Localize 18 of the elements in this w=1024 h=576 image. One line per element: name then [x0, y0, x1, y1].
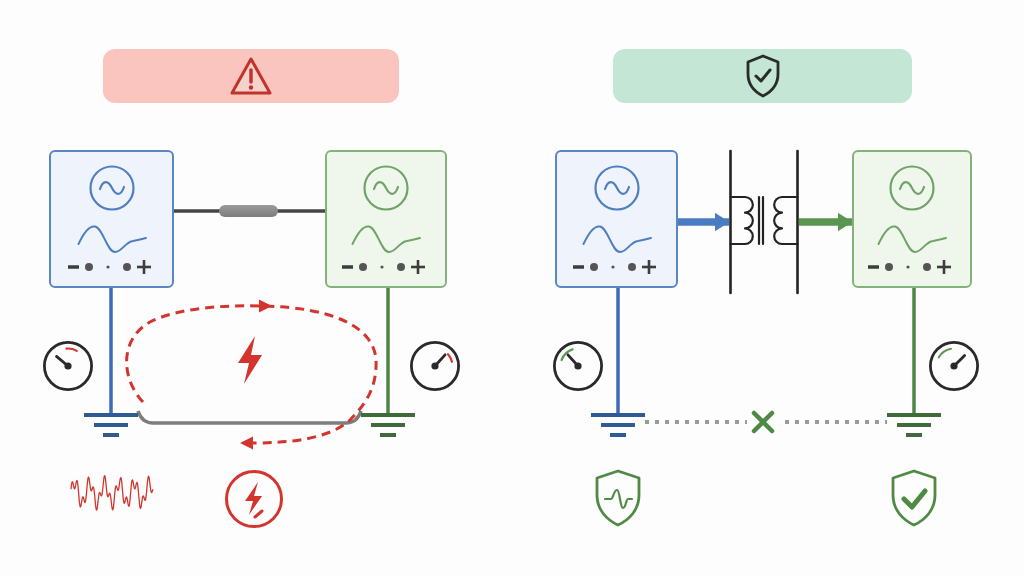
- ground-symbol: [361, 413, 415, 437]
- header-banner: [103, 49, 399, 103]
- ground-symbol: [887, 413, 941, 437]
- ground-wire: [616, 288, 620, 413]
- ground-wire: [109, 288, 113, 413]
- ground-wire: [912, 288, 916, 413]
- arrow: [678, 212, 730, 232]
- ground-wire: [386, 288, 390, 413]
- transformer-symbol: [729, 150, 799, 294]
- ground-symbol: [591, 413, 645, 437]
- dotted-line: [645, 420, 887, 424]
- ground-loop-wire: [136, 410, 363, 425]
- ground-symbol: [84, 413, 138, 437]
- device-box: [49, 150, 174, 288]
- device-box: [555, 150, 678, 288]
- device-box: [325, 150, 447, 288]
- header-banner: [613, 49, 912, 103]
- device-box: [852, 150, 972, 288]
